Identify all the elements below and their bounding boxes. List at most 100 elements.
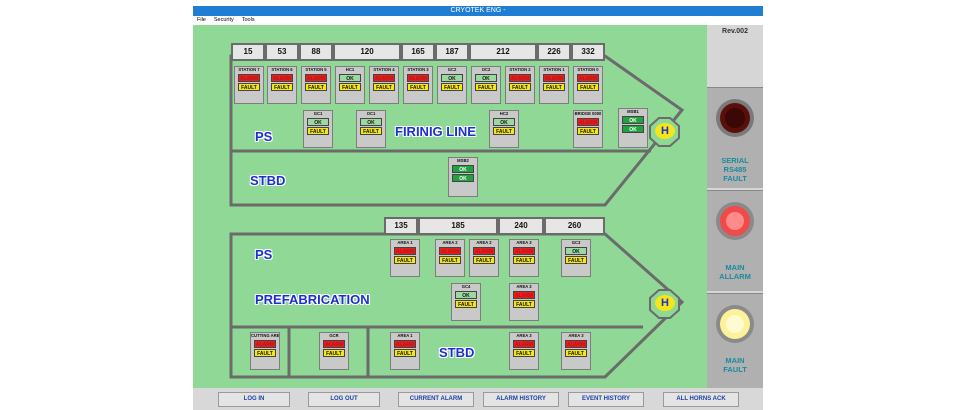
status-indicator: ALARM bbox=[394, 340, 416, 348]
all-horns-ack-button[interactable]: ALL HORNS ACK bbox=[663, 392, 739, 407]
current-alarm-button[interactable]: CURRENT ALARM bbox=[398, 392, 474, 407]
fault-indicator: FAULT bbox=[271, 83, 293, 91]
menu-bar: File Security Tools bbox=[193, 16, 763, 25]
event-history-button[interactable]: EVENT HISTORY bbox=[568, 392, 644, 407]
status-indicator: ALARM bbox=[238, 74, 260, 82]
prefabrication-label: PREFABRICATION bbox=[255, 292, 370, 307]
main-fault-lamp-box: MAIN FAULT bbox=[707, 293, 763, 389]
frame-number: 332 bbox=[571, 43, 605, 61]
ps-label-top: PS bbox=[255, 129, 273, 144]
fault-indicator: FAULT bbox=[513, 300, 535, 308]
status-indicator: ALARM bbox=[254, 340, 276, 348]
status-indicator: OK bbox=[475, 74, 497, 82]
msb1-panel[interactable]: MSB1 OK OK bbox=[618, 108, 648, 148]
station-title: GC2 bbox=[447, 67, 457, 72]
frame-number: 185 bbox=[418, 217, 498, 235]
status-indicator: OK bbox=[307, 118, 329, 126]
serial-fault-label-3: FAULT bbox=[723, 174, 747, 183]
alarm-history-button[interactable]: ALARM HISTORY bbox=[483, 392, 559, 407]
frame-number: 165 bbox=[401, 43, 435, 61]
station-title: AREA 2 bbox=[442, 240, 458, 245]
fault-indicator: FAULT bbox=[307, 127, 329, 135]
frame-number: 260 bbox=[544, 217, 605, 235]
h-marker-bottom: H bbox=[655, 295, 675, 311]
bottom-number-bar: 135 185 240 260 bbox=[384, 217, 605, 235]
station-title: STATION 2 bbox=[509, 67, 531, 72]
frame-number: 120 bbox=[333, 43, 401, 61]
status-indicator: ALARM bbox=[577, 118, 599, 126]
station-title: AREA 3 bbox=[516, 240, 532, 245]
menu-tools[interactable]: Tools bbox=[241, 17, 255, 23]
menu-security[interactable]: Security bbox=[213, 17, 234, 23]
status-indicator: ALARM bbox=[509, 74, 531, 82]
stbd-label-top: STBD bbox=[250, 173, 286, 188]
station-title: HC1 bbox=[345, 67, 355, 72]
status-indicator: OK bbox=[339, 74, 361, 82]
fault-indicator: FAULT bbox=[254, 349, 276, 357]
fault-indicator: FAULT bbox=[509, 83, 531, 91]
status-indicator: OK bbox=[455, 291, 477, 299]
fault-indicator: FAULT bbox=[407, 83, 429, 91]
button-bar: LOG IN LOG OUT CURRENT ALARM ALARM HISTO… bbox=[193, 388, 763, 410]
station-panel[interactable]: CUTTING AREAALARMFAULT bbox=[250, 332, 280, 370]
station-title: AREA 1 bbox=[397, 333, 413, 338]
status-indicator: OK bbox=[493, 118, 515, 126]
fault-indicator: FAULT bbox=[513, 256, 535, 264]
station-title: STATION 4 bbox=[373, 67, 395, 72]
status-panel: Rev.002 SERIAL RS485 FAULT MAIN ALLARM M… bbox=[707, 25, 763, 389]
status-indicator: OK bbox=[441, 74, 463, 82]
status-indicator: ALARM bbox=[305, 74, 327, 82]
fault-indicator: FAULT bbox=[543, 83, 565, 91]
fault-indicator: FAULT bbox=[473, 256, 495, 264]
status-indicator: OK bbox=[565, 247, 587, 255]
menu-file[interactable]: File bbox=[197, 17, 206, 23]
station-title: GC4 bbox=[461, 284, 471, 289]
serial-fault-lamp-icon bbox=[716, 99, 754, 137]
revision-label: Rev.002 bbox=[722, 28, 748, 35]
log-in-button[interactable]: LOG IN bbox=[218, 392, 290, 407]
firing-line-label: FIRINIG LINE bbox=[395, 124, 476, 139]
msb2-panel[interactable]: MSB2 OK OK bbox=[448, 157, 478, 197]
status-indicator: ALARM bbox=[513, 340, 535, 348]
status-indicator: ALARM bbox=[439, 247, 461, 255]
fault-indicator: FAULT bbox=[360, 127, 382, 135]
main-alarm-label-1: MAIN bbox=[725, 263, 745, 272]
ps-label-bottom: PS bbox=[255, 247, 273, 262]
station-title: HC2 bbox=[499, 111, 509, 116]
frame-number: 187 bbox=[435, 43, 469, 61]
log-out-button[interactable]: LOG OUT bbox=[308, 392, 380, 407]
fault-indicator: FAULT bbox=[475, 83, 497, 91]
frame-number: 88 bbox=[299, 43, 333, 61]
top-number-bar: 15 53 88 120 165 187 212 226 332 bbox=[231, 43, 605, 61]
status-indicator: ALARM bbox=[543, 74, 565, 82]
fault-indicator: FAULT bbox=[441, 83, 463, 91]
status-indicator: ALARM bbox=[513, 247, 535, 255]
station-title: STATION 6 bbox=[271, 67, 293, 72]
